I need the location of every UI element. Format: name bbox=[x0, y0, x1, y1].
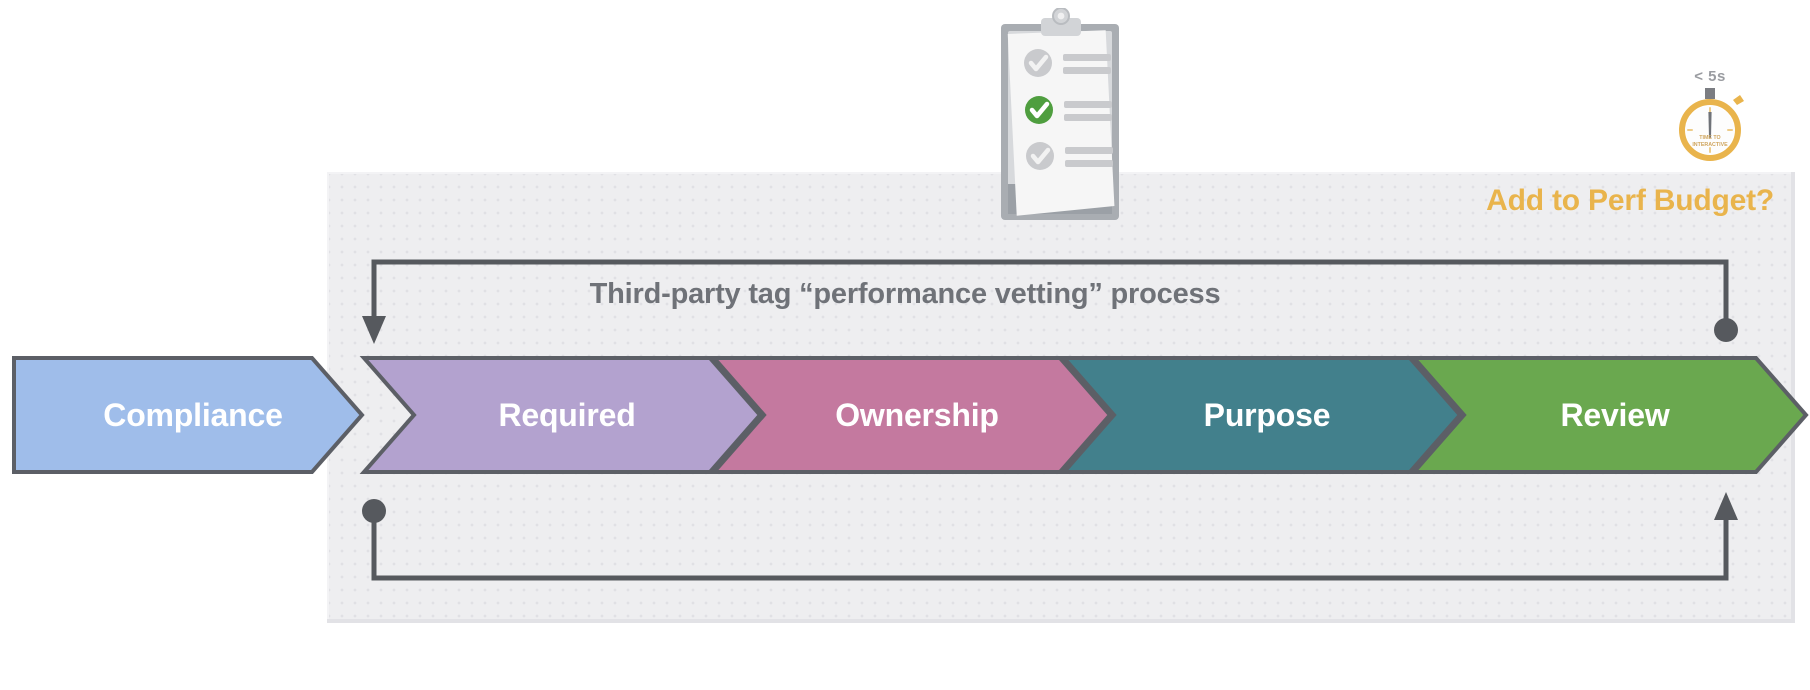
stage-chevron-purpose[interactable]: Purpose bbox=[1059, 356, 1463, 474]
process-stage-row: Compliance Required Ownership Purpose bbox=[0, 356, 1810, 474]
stage-label: Required bbox=[498, 396, 636, 433]
chevron-shape bbox=[359, 356, 763, 474]
chevron-shape bbox=[1059, 356, 1463, 474]
stage-label: Compliance bbox=[103, 396, 283, 433]
chevron-shape bbox=[12, 356, 365, 474]
checklist-check-icon-3 bbox=[1026, 142, 1054, 170]
stopwatch-ring-icon bbox=[1679, 99, 1741, 161]
page-title: Third-party tag “performance vetting” pr… bbox=[589, 278, 1221, 310]
checklist-check-icon-1 bbox=[1024, 49, 1052, 77]
stage-chevron-required[interactable]: Required bbox=[359, 356, 763, 474]
checklist-clipboard-icon bbox=[991, 7, 1131, 226]
chevron-shape bbox=[709, 356, 1113, 474]
stage-label: Ownership bbox=[835, 396, 999, 433]
time-to-interactive-stopwatch: < 5s TIME TO INTERACTIVE bbox=[1665, 68, 1755, 168]
chevron-shape bbox=[1409, 356, 1809, 474]
stage-chevron-review[interactable]: Review bbox=[1409, 356, 1809, 474]
stopwatch-value-label: < 5s bbox=[1694, 68, 1726, 85]
stage-label: Purpose bbox=[1203, 396, 1331, 433]
perf-budget-callout: Add to Perf Budget? bbox=[1486, 184, 1774, 217]
stopwatch-hand-icon bbox=[1708, 112, 1712, 138]
stage-label: Review bbox=[1560, 396, 1670, 433]
stopwatch-inner-line-1: TIME TO bbox=[1699, 135, 1720, 141]
checklist-check-icon-2 bbox=[1025, 96, 1053, 124]
stopwatch-inner-line-2: INTERACTIVE bbox=[1692, 142, 1728, 148]
stage-chevron-compliance[interactable]: Compliance bbox=[12, 356, 365, 474]
stage-chevron-ownership[interactable]: Ownership bbox=[709, 356, 1113, 474]
